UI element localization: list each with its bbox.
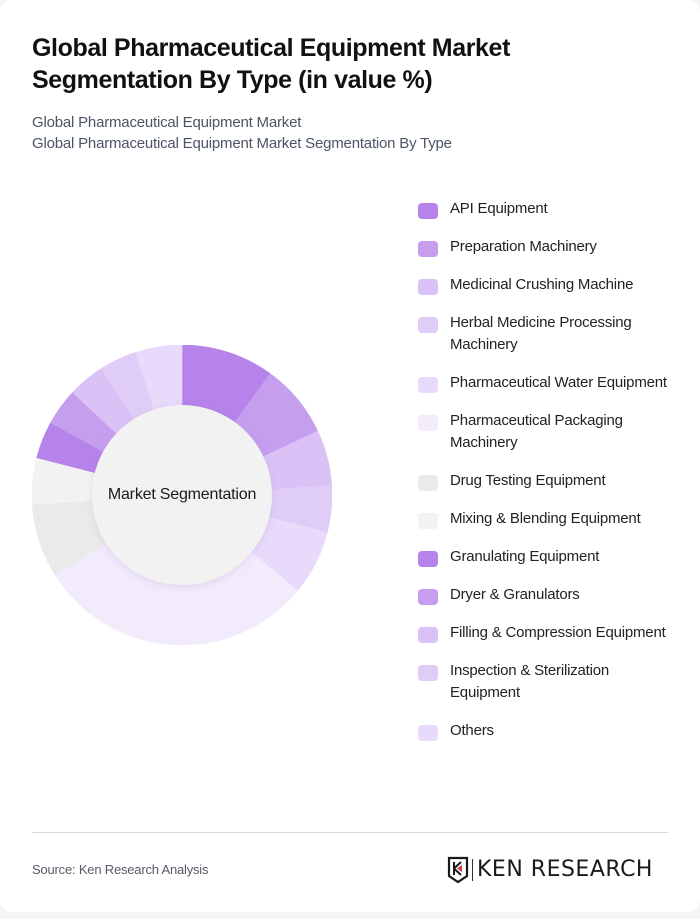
legend-swatch-icon — [418, 665, 438, 681]
legend-swatch-icon — [418, 317, 438, 333]
legend-swatch-icon — [418, 551, 438, 567]
legend-item[interactable]: Drug Testing Equipment — [418, 470, 678, 492]
legend-label: Others — [450, 722, 494, 739]
legend-label: Mixing & Blending Equipment — [450, 510, 641, 527]
legend-item[interactable]: Filling & Compression Equipment — [418, 622, 678, 644]
legend-swatch-icon — [418, 513, 438, 529]
legend-item[interactable]: API Equipment — [418, 198, 678, 220]
source-note: Source: Ken Research Analysis — [32, 862, 209, 877]
footer-divider — [32, 832, 668, 833]
donut-chart-svg — [32, 345, 332, 645]
legend-swatch-icon — [418, 377, 438, 393]
legend-swatch-icon — [418, 725, 438, 741]
legend-item[interactable]: Pharmaceutical Water Equipment — [418, 372, 678, 394]
logo-text: KEN RESEARCH — [477, 857, 653, 882]
legend-label: Medicinal Crushing Machine — [450, 276, 634, 293]
legend-swatch-icon — [418, 627, 438, 643]
legend-item[interactable]: Inspection & Sterilization Equipment — [418, 660, 678, 704]
legend-label: Pharmaceutical Packaging Machinery — [450, 412, 623, 451]
legend-item[interactable]: Preparation Machinery — [418, 236, 678, 258]
legend-swatch-icon — [418, 589, 438, 605]
legend-label: Drug Testing Equipment — [450, 472, 606, 489]
legend-swatch-icon — [418, 279, 438, 295]
legend-item[interactable]: Medicinal Crushing Machine — [418, 274, 678, 296]
legend-item[interactable]: Dryer & Granulators — [418, 584, 678, 606]
legend-label: Herbal Medicine Processing Machinery — [450, 314, 632, 353]
logo-separator — [472, 859, 473, 881]
legend-label: Filling & Compression Equipment — [450, 624, 666, 641]
legend-item[interactable]: Herbal Medicine Processing Machinery — [418, 312, 678, 356]
ken-research-logo: KEN RESEARCH — [447, 856, 653, 884]
legend-item[interactable]: Mixing & Blending Equipment — [418, 508, 678, 530]
legend-swatch-icon — [418, 475, 438, 491]
donut-chart: Market Segmentation — [32, 345, 332, 645]
legend-item[interactable]: Others — [418, 720, 678, 742]
legend-item[interactable]: Pharmaceutical Packaging Machinery — [418, 410, 678, 454]
chart-subtitle-segmentation: Global Pharmaceutical Equipment Market S… — [32, 135, 452, 152]
legend-label: Preparation Machinery — [450, 238, 597, 255]
legend-label: API Equipment — [450, 200, 548, 217]
legend-label: Inspection & Sterilization Equipment — [450, 662, 610, 701]
legend-label: Granulating Equipment — [450, 548, 600, 565]
legend-label: Dryer & Granulators — [450, 586, 580, 603]
ken-research-logo-icon — [447, 856, 469, 884]
donut-center — [92, 405, 272, 585]
chart-title: Global Pharmaceutical Equipment Market S… — [32, 34, 510, 94]
legend-swatch-icon — [418, 203, 438, 219]
chart-subtitle-market: Global Pharmaceutical Equipment Market — [32, 114, 302, 131]
donut-slices — [32, 345, 332, 645]
legend-label: Pharmaceutical Water Equipment — [450, 374, 667, 391]
legend-item[interactable]: Granulating Equipment — [418, 546, 678, 568]
legend-swatch-icon — [418, 415, 438, 431]
legend-swatch-icon — [418, 241, 438, 257]
